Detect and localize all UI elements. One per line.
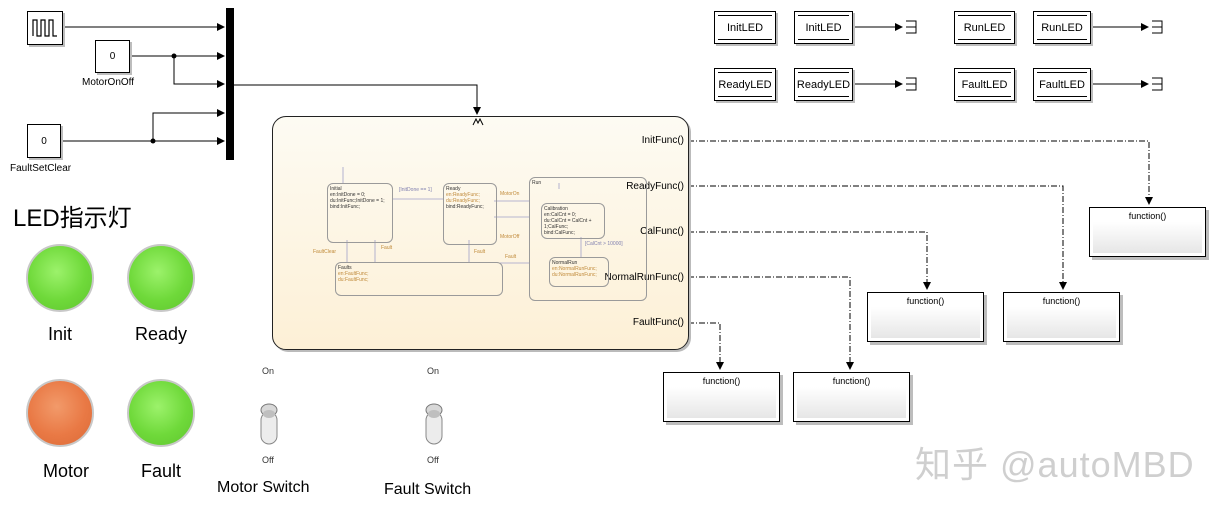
port-faultfunc: FaultFunc()	[632, 317, 684, 328]
state-run[interactable]: Run	[529, 177, 647, 301]
port-normalrunfunc: NormalRunFunc()	[604, 272, 684, 283]
normalrunfunc-call-line	[688, 276, 854, 370]
faultled-from-tag[interactable]: FaultLED	[954, 68, 1015, 101]
subsystem-preview	[667, 387, 776, 418]
led-ready	[127, 244, 195, 312]
state-normalrun[interactable]: NormalRun en:NormalRunFunc; du:NormalRun…	[549, 257, 609, 287]
led-ready-label: Ready	[134, 324, 188, 344]
transition-motor-off: MotorOff	[500, 234, 520, 240]
transition-fault-c: Fault	[505, 254, 517, 260]
led-fault	[127, 379, 195, 447]
state-ready[interactable]: Ready en:ReadyFunc; du:ReadyFunc; bind:R…	[443, 183, 497, 245]
motor-switch-on-label: On	[262, 366, 275, 376]
port-readyfunc: ReadyFunc()	[626, 181, 684, 192]
function-block-initfunc[interactable]: function()	[1089, 207, 1206, 257]
fault-setclear-label: FaultSetClear	[10, 163, 72, 174]
motor-onoff-label: MotorOnOff	[82, 77, 135, 88]
function-block-calfunc[interactable]: function()	[867, 292, 984, 342]
pulse-generator-block[interactable]	[27, 11, 63, 45]
stateflow-chart[interactable]: InitFunc() ReadyFunc() CalFunc() NormalR…	[272, 116, 689, 350]
fault-switch-on-label: On	[427, 366, 440, 376]
fault-switch-label: Fault Switch	[384, 481, 472, 498]
port-calfunc: CalFunc()	[640, 226, 684, 237]
state-transitions	[342, 167, 582, 264]
readyled-goto-tag[interactable]: ReadyLED	[794, 68, 853, 101]
mux-block[interactable]	[226, 8, 234, 160]
subsystem-preview	[797, 387, 906, 418]
led-motor	[26, 379, 94, 447]
watermark-text: 知乎 @autoMBD	[915, 444, 1195, 485]
initfunc-call-line	[688, 140, 1153, 205]
terminator-icons	[906, 20, 1163, 91]
initled-goto-tag[interactable]: InitLED	[794, 11, 853, 44]
fault-switch-off-label: Off	[427, 455, 439, 465]
fault-constant-value: 0	[41, 135, 47, 147]
transition-fault-a: Fault	[381, 245, 393, 251]
motor-toggle-switch[interactable]	[254, 402, 284, 448]
transition-init-ready: [InitDone == 1]	[399, 187, 432, 193]
transition-motor-on: MotorOn	[500, 191, 520, 197]
pulse-generator-icon	[32, 19, 57, 37]
motor-constant-value: 0	[109, 51, 116, 62]
trigger-icon	[472, 118, 484, 126]
readyled-from-tag[interactable]: ReadyLED	[714, 68, 776, 101]
state-faults[interactable]: Faults en:FaultFunc; du:FaultFunc;	[335, 262, 503, 296]
faultfunc-call-line	[688, 322, 724, 370]
faultled-goto-tag[interactable]: FaultLED	[1033, 68, 1091, 101]
led-motor-label: Motor	[42, 461, 89, 481]
subsystem-preview	[1007, 307, 1116, 338]
state-calibration[interactable]: Calibration en:CalCnt = 0; du:CalCnt = C…	[541, 203, 605, 239]
runled-goto-tag[interactable]: RunLED	[1033, 11, 1091, 44]
function-block-faultfunc[interactable]: function()	[663, 372, 780, 422]
fault-branch-line	[152, 109, 225, 141]
state-initial[interactable]: Initial en:InitDone = 0; du:InitFunc;Ini…	[327, 183, 393, 243]
motor-onoff-constant[interactable]: 0	[95, 40, 130, 73]
transition-fault-clear: FaultClear	[313, 249, 337, 255]
led-panel-heading: LED指示灯	[13, 205, 132, 232]
motor-switch-off-label: Off	[262, 455, 274, 465]
led-fault-label: Fault	[140, 461, 182, 481]
subsystem-preview	[871, 307, 980, 338]
runled-from-tag[interactable]: RunLED	[954, 11, 1015, 44]
initled-from-tag[interactable]: InitLED	[714, 11, 776, 44]
calfunc-call-line	[688, 231, 931, 290]
fault-setclear-constant[interactable]: 0	[27, 124, 61, 158]
motor-branch-line	[173, 56, 225, 88]
function-block-readyfunc[interactable]: function()	[1003, 292, 1120, 342]
subsystem-preview	[1093, 222, 1202, 253]
transition-fault-b: Fault	[474, 249, 486, 255]
mux-output-line	[234, 84, 481, 115]
fault-toggle-switch[interactable]	[419, 402, 449, 448]
port-initfunc: InitFunc()	[641, 135, 684, 146]
led-init	[26, 244, 94, 312]
readyfunc-call-line	[688, 185, 1067, 290]
motor-switch-label: Motor Switch	[217, 479, 310, 496]
function-block-normalrunfunc[interactable]: function()	[793, 372, 910, 422]
transition-cal-done: [CalCnt > 10000]	[585, 241, 623, 247]
led-init-label: Init	[47, 324, 72, 344]
